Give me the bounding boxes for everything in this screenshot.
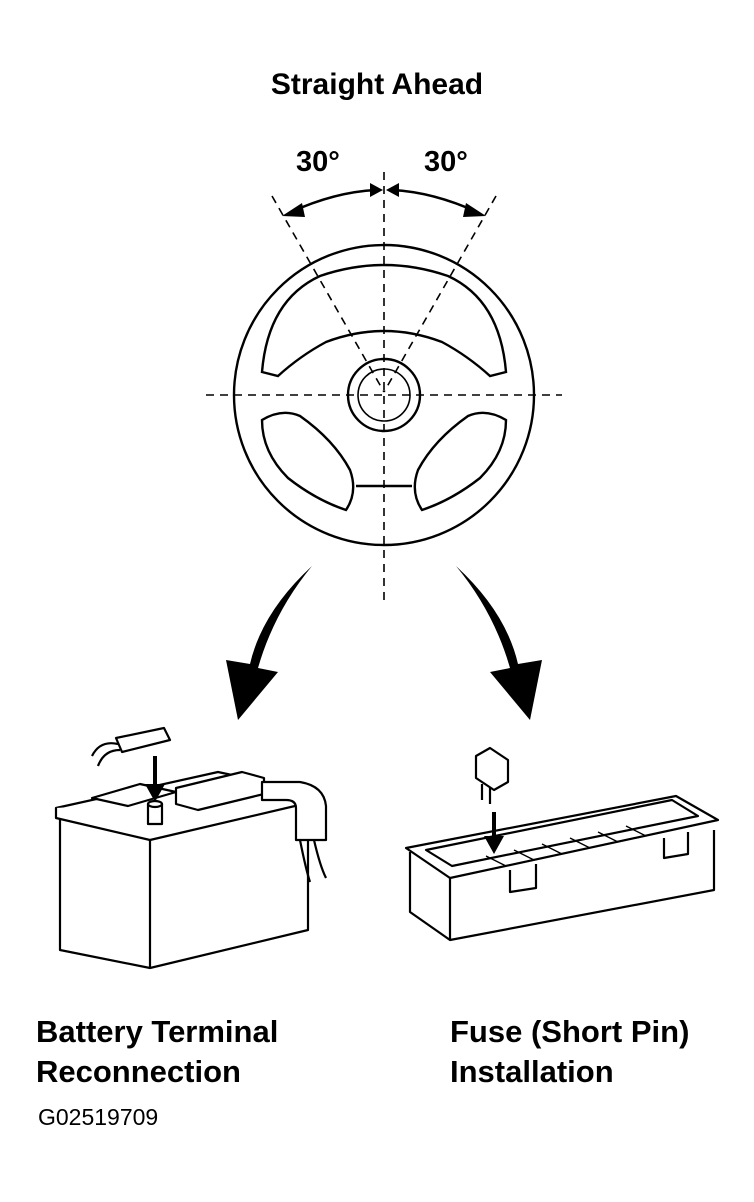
right-30-guide bbox=[383, 195, 497, 393]
short-pin-fuse bbox=[474, 746, 510, 792]
left-30-guide bbox=[271, 195, 385, 393]
right-curved-arrow bbox=[456, 566, 542, 720]
fuse-insert-arrow bbox=[484, 812, 504, 854]
steering-wheel bbox=[232, 243, 536, 547]
left-angle-label: 30° bbox=[296, 146, 340, 178]
angle-guides bbox=[206, 172, 562, 602]
battery-cable-clamp bbox=[260, 780, 328, 842]
angle-arrowheads bbox=[282, 183, 486, 217]
battery-caption: Battery Terminal Reconnection bbox=[36, 1012, 278, 1092]
connector-wire-2 bbox=[96, 748, 121, 767]
wheel-right-opening bbox=[413, 411, 508, 512]
fuse-caption-line1: Fuse (Short Pin) bbox=[450, 1014, 690, 1049]
right-angle-arc bbox=[391, 188, 478, 214]
battery-insert-arrow bbox=[145, 756, 165, 802]
wheel-left-opening bbox=[260, 411, 355, 512]
wheel-hub-inner bbox=[357, 368, 411, 422]
wheel-upper-opening bbox=[260, 263, 508, 378]
diagram-title: Straight Ahead bbox=[270, 68, 484, 101]
left-angle-arc bbox=[290, 188, 377, 214]
right-arc-arrowhead bbox=[463, 203, 486, 217]
battery-caption-line1: Battery Terminal bbox=[36, 1014, 279, 1049]
left-arc-arrowhead bbox=[282, 203, 305, 217]
fuse-box-clip-right bbox=[662, 832, 690, 860]
battery-cable-1 bbox=[298, 839, 312, 883]
terminal-connector bbox=[114, 726, 172, 754]
fuse-pins bbox=[480, 784, 492, 804]
battery-caption-line2: Reconnection bbox=[36, 1054, 241, 1089]
battery-cable-2 bbox=[312, 839, 327, 879]
fuse-box-clip-left bbox=[508, 864, 538, 894]
wheel-hub bbox=[346, 357, 422, 433]
left-curved-arrow bbox=[226, 566, 312, 720]
fuse-box bbox=[404, 746, 720, 942]
fuse-caption: Fuse (Short Pin) Installation bbox=[450, 1012, 689, 1092]
battery bbox=[54, 726, 328, 970]
left-center-arrowhead bbox=[370, 183, 383, 197]
figure-code: G02519709 bbox=[38, 1104, 159, 1130]
fuse-caption-line2: Installation bbox=[450, 1054, 614, 1089]
fuse-slots bbox=[485, 825, 647, 867]
connector-wire-1 bbox=[91, 742, 119, 757]
wheel-outer-rim bbox=[232, 243, 536, 547]
right-center-arrowhead bbox=[386, 183, 399, 197]
right-angle-label: 30° bbox=[424, 146, 468, 178]
